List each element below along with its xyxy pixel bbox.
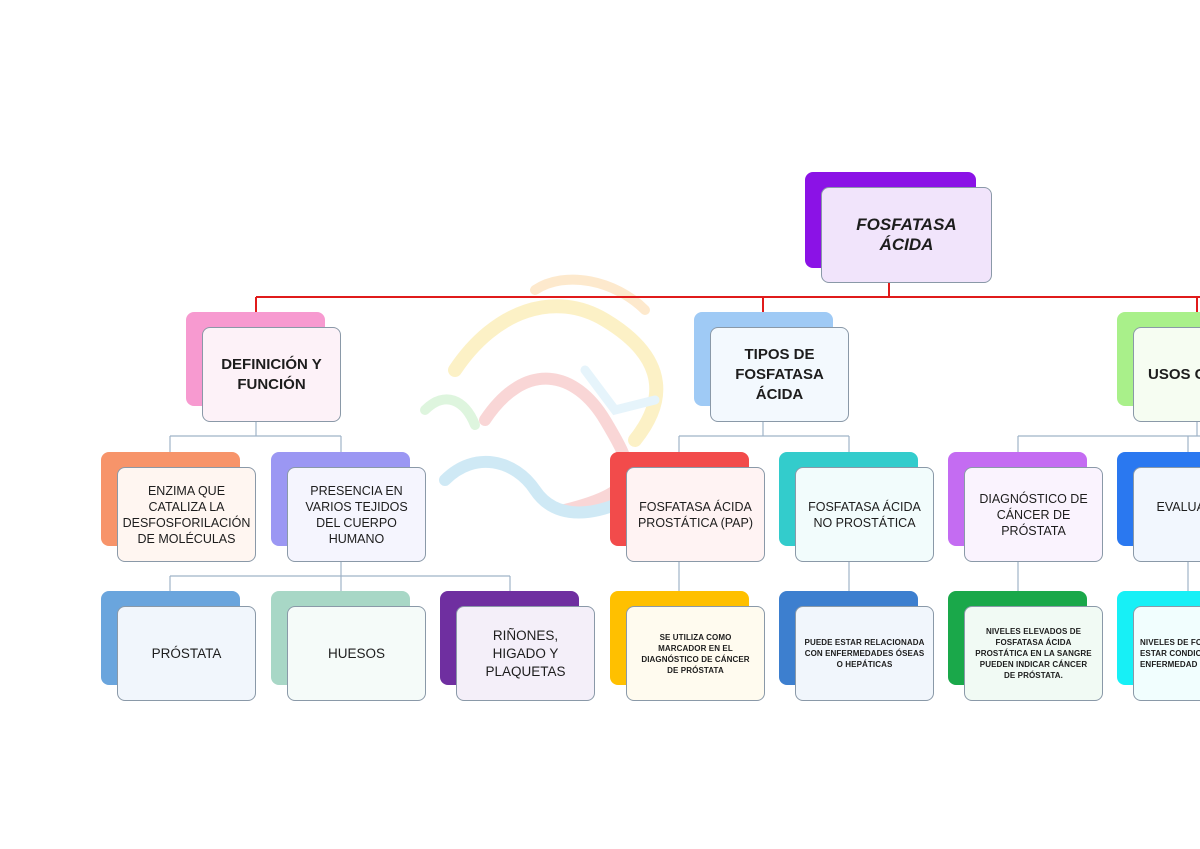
- node-diagnostico-desc-label: NIVELES ELEVADOS DE FOSFATASA ÁCIDA PROS…: [964, 606, 1103, 701]
- branch-definicion-label: DEFINICIÓN Y FUNCIÓN: [202, 327, 341, 422]
- node-no-prostatica-desc-label: PUEDE ESTAR RELACIONADA CON ENFERMEDADES…: [795, 606, 934, 701]
- branch-tipos-label: TIPOS DE FOSFATASA ÁCIDA: [710, 327, 849, 422]
- node-prostata-label: PRÓSTATA: [117, 606, 256, 701]
- node-rinones-label: RIÑONES, HIGADO Y PLAQUETAS: [456, 606, 595, 701]
- node-pap-label: FOSFATASA ÁCIDA PROSTÁTICA (PAP): [626, 467, 765, 562]
- node-presencia-label: PRESENCIA EN VARIOS TEJIDOS DEL CUERPO H…: [287, 467, 426, 562]
- node-enzima-label: ENZIMA QUE CATALIZA LA DESFOSFORILACIÓN …: [117, 467, 256, 562]
- main-connectors: [255, 282, 1200, 312]
- root-node-label: FOSFATASA ÁCIDA: [821, 187, 992, 283]
- node-diagnostico-label: DIAGNÓSTICO DE CÁNCER DE PRÓSTATA: [964, 467, 1103, 562]
- node-evaluacion-label: EVALUA ENFERM ÓS: [1133, 467, 1200, 562]
- node-evaluacion-desc-label: NIVELES DE FO PUEDEN ESTAR CONDICIO ENFE…: [1133, 606, 1200, 701]
- node-pap-desc-label: SE UTILIZA COMO MARCADOR EN EL DIAGNÓSTI…: [626, 606, 765, 701]
- protein-structure-image: [420, 274, 664, 519]
- node-no-prostatica-label: FOSFATASA ÁCIDA NO PROSTÁTICA: [795, 467, 934, 562]
- branch-usos-label: USOS C: [1133, 327, 1200, 422]
- node-huesos-label: HUESOS: [287, 606, 426, 701]
- sub-connectors: [169, 422, 1200, 591]
